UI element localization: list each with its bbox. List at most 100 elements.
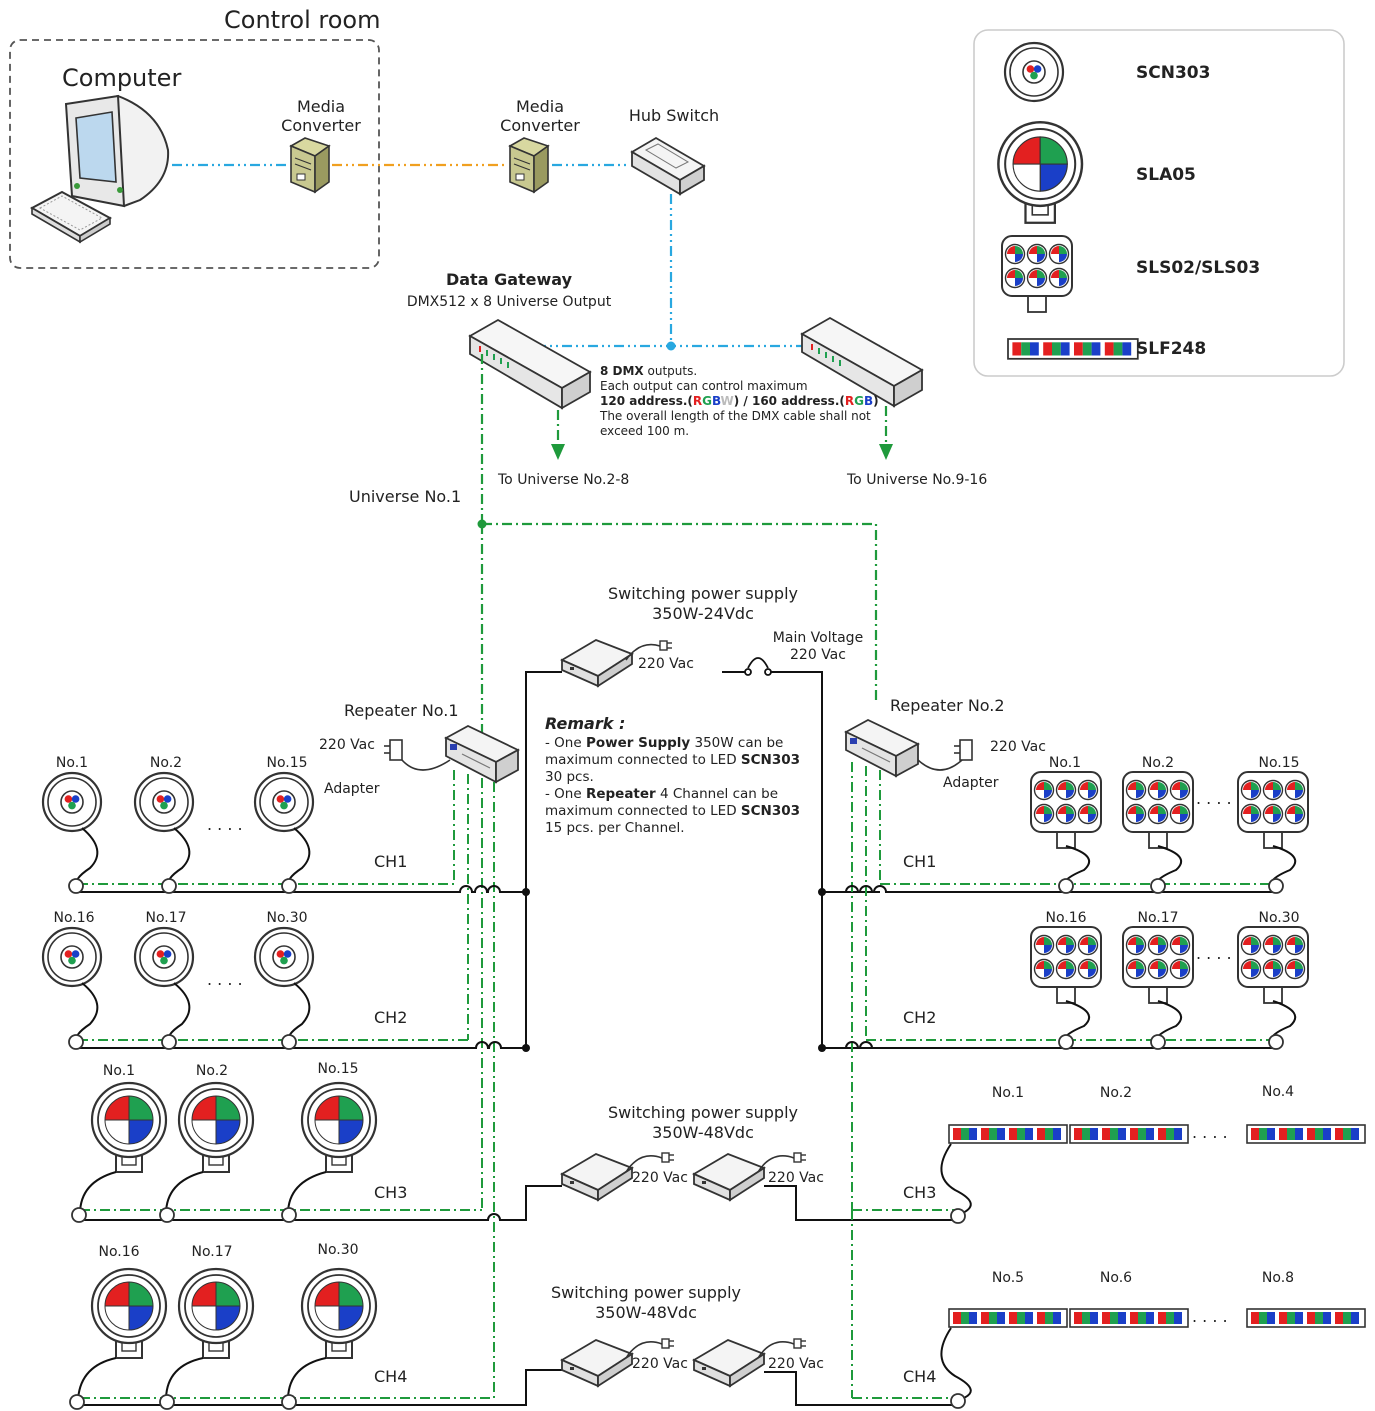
left-ch4-no-a: No.16 [98, 1244, 139, 1260]
sla05-icon [90, 1267, 168, 1360]
arrow-down-icon [551, 444, 565, 460]
scn303-icon [41, 926, 103, 988]
right-ch1-label: CH1 [903, 852, 936, 871]
legend-label-sls: SLS02/SLS03 [1136, 258, 1260, 278]
connector-node [950, 1208, 966, 1224]
slf248-icon [948, 1308, 1068, 1328]
hub-switch-label: Hub Switch [629, 106, 719, 125]
power-junction [818, 888, 826, 896]
connector-node [281, 1207, 297, 1223]
right-ch4-no-c: No.8 [1262, 1270, 1294, 1286]
sla05-icon [177, 1267, 255, 1360]
connector-node [281, 1034, 297, 1050]
right-ch2-no-b: No.17 [1137, 910, 1178, 926]
gateway-1-icon [469, 319, 591, 409]
remark-l2b: SCN303 [741, 752, 800, 768]
ellipsis-icon: . . . . [1192, 1123, 1228, 1142]
connector-node [281, 1394, 297, 1410]
slf248-icon [948, 1124, 1068, 1144]
fixture-cables [75, 982, 311, 1043]
gateway-subtitle: DMX512 x 8 Universe Output [407, 294, 612, 310]
left-ch3-no-b: No.2 [196, 1063, 228, 1079]
right-ch4-label: CH4 [903, 1367, 936, 1386]
media-converter-1-label-a: Media [297, 97, 345, 116]
fixture-cables [77, 1357, 327, 1401]
remark-l6: 15 pcs. per Channel. [545, 820, 685, 836]
dmx-note-close: ) [873, 394, 878, 408]
connector-node [1150, 1034, 1166, 1050]
svg-text:maximum connected to LED SCN30: maximum connected to LED SCN303 [545, 803, 800, 819]
computer-label: Computer [62, 64, 181, 92]
rgb-b: B [864, 394, 873, 408]
left-ch2-label: CH2 [374, 1008, 407, 1027]
power-junction [522, 888, 530, 896]
slf248-icon [1069, 1308, 1189, 1328]
sla05-icon [300, 1081, 378, 1174]
slf248-icon [1069, 1124, 1189, 1144]
svg-text:120 address.(RGBW) / 160 addre: 120 address.(RGBW) / 160 address.(RGB) [600, 394, 879, 408]
adapter-plug-icon [383, 739, 403, 761]
dmx-note-line5: exceed 100 m. [600, 424, 689, 438]
left-ch2-no-a: No.16 [53, 910, 94, 926]
ethernet-junction [666, 341, 676, 351]
power-junction [522, 1044, 530, 1052]
adapter-plug-icon [953, 739, 973, 761]
remark-l1c: 350W can be [690, 735, 783, 751]
sls-icon [1238, 927, 1308, 1003]
strip-cable [940, 1327, 972, 1401]
psu-top-icon [561, 639, 633, 687]
plug-icon [661, 1152, 674, 1163]
dmx-junction [477, 519, 487, 529]
power-junction [818, 1044, 826, 1052]
right-ch3-no-c: No.4 [1262, 1084, 1294, 1100]
scn303-icon [253, 926, 315, 988]
dmx-note: 8 DMX outputs. Each output can control m… [599, 364, 879, 438]
connector-node [281, 878, 297, 894]
right-power-lines [822, 885, 1276, 1049]
connector-node [68, 878, 84, 894]
rgbw-b: B [712, 394, 721, 408]
left-ch3-no-a: No.1 [103, 1063, 135, 1079]
scn303-icon [41, 771, 103, 833]
right-ch1-no-b: No.2 [1142, 755, 1174, 771]
left-ch2-no-c: No.30 [266, 910, 307, 926]
ellipsis-icon: . . . . [207, 815, 243, 834]
remark-l4c: 4 Channel can be [656, 786, 778, 802]
sls-icon [1238, 772, 1308, 848]
scn303-icon [1003, 41, 1065, 103]
dmx-note-line2: Each output can control maximum [600, 379, 808, 393]
gateway-title: Data Gateway [446, 270, 573, 289]
sls-icon [1031, 927, 1101, 1003]
scn303-icon [133, 771, 195, 833]
psu-bot-2-icon [693, 1339, 765, 1387]
left-ch1-label: CH1 [374, 852, 407, 871]
psu-top-vac: 220 Vac [638, 656, 694, 672]
psu-bot-vac-2: 220 Vac [768, 1356, 824, 1372]
psu-mid-rating: 350W-48Vdc [652, 1123, 754, 1142]
right-ch4-no-a: No.5 [992, 1270, 1024, 1286]
sls-icon [1123, 927, 1193, 1003]
remark-title: Remark : [545, 714, 625, 733]
left-ch2-no-b: No.17 [145, 910, 186, 926]
legend-label-slf248: SLF248 [1136, 339, 1206, 359]
right-ch1-no-a: No.1 [1049, 755, 1081, 771]
psu-top-title: Switching power supply [608, 584, 798, 603]
rgbw-r: R [693, 394, 702, 408]
main-voltage-label: Main Voltage [773, 630, 863, 646]
dmx-note-160: ) / 160 address.( [734, 394, 845, 408]
fixture-cables [75, 827, 311, 887]
remark-l2a: maximum connected to LED [545, 752, 741, 768]
scn303-icon [133, 926, 195, 988]
sla05-icon [300, 1267, 378, 1360]
repeater-2-adapter: Adapter [943, 775, 999, 791]
plug-icon [793, 1338, 806, 1349]
gateway-2-icon [801, 317, 923, 407]
connector-node [69, 1394, 85, 1410]
plug-icon [659, 640, 672, 651]
psu-top-rating: 350W-24Vdc [652, 604, 754, 623]
dmx-note-bold: 8 DMX [600, 364, 644, 378]
psu-bot-1-icon [561, 1339, 633, 1387]
connector-node [950, 1393, 966, 1409]
